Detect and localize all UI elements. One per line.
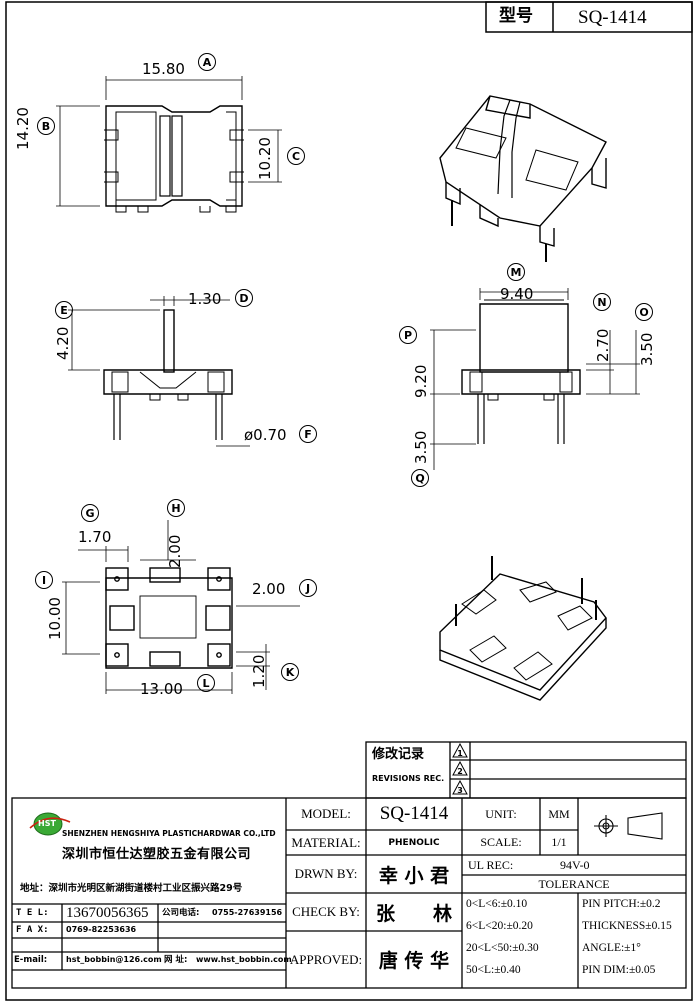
dim-a-value: 15.80 bbox=[142, 60, 185, 78]
phone-value: 0755-27639156 bbox=[212, 908, 283, 917]
tel-label: T E L: bbox=[16, 908, 49, 918]
header-model-value: SQ-1414 bbox=[578, 7, 647, 28]
top-view-dims bbox=[56, 76, 282, 207]
marker-q: Q bbox=[411, 469, 429, 487]
web-label: 网 址: bbox=[164, 955, 188, 965]
bottom-view bbox=[105, 567, 233, 669]
marker-m: M bbox=[507, 263, 525, 281]
drawn-label: DRWN BY: bbox=[294, 866, 358, 881]
ul-label: UL REC: bbox=[468, 858, 514, 872]
angle: ANGLE:±1° bbox=[582, 942, 641, 954]
dim-q-value: 3.50 bbox=[412, 430, 430, 464]
drawn-value: 幸 小 君 bbox=[378, 864, 450, 887]
approved-value: 唐 传 华 bbox=[378, 950, 450, 972]
company-name-en: SHENZHEN HENGSHIYA PLASTICHARDWAR CO.,LT… bbox=[62, 829, 276, 838]
tol-1: 0<L<6:±0.10 bbox=[466, 898, 528, 910]
marker-i: I bbox=[35, 571, 53, 589]
revision-marker-3: 3 bbox=[451, 780, 469, 797]
phone-label: 公司电话: bbox=[162, 908, 200, 918]
material-label: MATERIAL: bbox=[291, 834, 361, 850]
material-value: PHENOLIC bbox=[388, 837, 440, 848]
fax-label: F A X: bbox=[16, 925, 49, 935]
title-block-grid bbox=[11, 797, 687, 989]
bottom-isometric bbox=[439, 556, 607, 701]
dim-k-value: 1.20 bbox=[250, 654, 268, 688]
dim-p-value: 9.20 bbox=[412, 364, 430, 398]
model-value: SQ-1414 bbox=[379, 803, 449, 824]
right-side-dims bbox=[430, 288, 640, 470]
left-side-view bbox=[103, 309, 233, 440]
check-value: 张 林 bbox=[375, 902, 452, 925]
fax-value: 0769-82253636 bbox=[66, 925, 137, 934]
unit-value: MM bbox=[548, 806, 570, 821]
company-logo-text: HST bbox=[38, 819, 56, 828]
company-name-cn: 深圳市恒仕达塑胶五金有限公司 bbox=[62, 847, 252, 862]
marker-p: P bbox=[399, 326, 417, 344]
dim-c-value: 10.20 bbox=[256, 137, 274, 180]
pin-pitch: PIN PITCH:±0.2 bbox=[582, 898, 661, 910]
scale-value: 1/1 bbox=[551, 835, 567, 849]
dim-d-value: 1.30 bbox=[188, 290, 222, 308]
dim-i-value: 10.00 bbox=[46, 597, 64, 640]
company-address: 地址：深圳市光明区新湖街道楼村工业区振兴路29号 bbox=[20, 883, 243, 894]
dim-g-value: 1.70 bbox=[78, 528, 112, 546]
dim-f-value: ø0.70 bbox=[244, 426, 287, 444]
marker-l: L bbox=[197, 674, 215, 692]
dim-j-value: 2.00 bbox=[252, 580, 286, 598]
model-label: MODEL: bbox=[301, 806, 351, 821]
email-value: hst_bobbin@126.com bbox=[66, 955, 162, 964]
ul-value: 94V-0 bbox=[560, 858, 590, 872]
marker-d: D bbox=[235, 289, 253, 307]
check-label: CHECK BY: bbox=[292, 904, 360, 919]
pin-dim: PIN DIM:±0.05 bbox=[582, 964, 656, 976]
revision-marker-2: 2 bbox=[451, 761, 469, 778]
marker-g: G bbox=[81, 504, 99, 522]
tel-value: 13670056365 bbox=[66, 905, 149, 921]
approved-label: APPROVED: bbox=[289, 951, 363, 967]
sheet-border bbox=[5, 1, 693, 1001]
right-side-view bbox=[461, 299, 581, 444]
tol-3: 20<L<50:±0.30 bbox=[466, 942, 539, 954]
marker-e: E bbox=[55, 301, 73, 319]
revisions-title-en: REVISIONS REC. bbox=[372, 774, 445, 783]
email-label: E-mail: bbox=[14, 955, 48, 965]
marker-a: A bbox=[198, 53, 216, 71]
marker-f: F bbox=[299, 425, 317, 443]
dim-b-value: 14.20 bbox=[14, 107, 32, 150]
company-logo bbox=[29, 812, 71, 836]
dim-n-value: 2.70 bbox=[594, 328, 612, 362]
marker-c: C bbox=[287, 147, 305, 165]
projection-symbol bbox=[594, 812, 663, 840]
revisions-title-cn: 修改记录 bbox=[372, 747, 425, 762]
dim-e-value: 4.20 bbox=[54, 326, 72, 360]
dim-l-value: 13.00 bbox=[140, 680, 183, 698]
top-view bbox=[104, 105, 244, 213]
left-side-dims bbox=[68, 296, 250, 447]
marker-n: N bbox=[593, 293, 611, 311]
marker-j: J bbox=[299, 579, 317, 597]
header-model-label: 型号 bbox=[499, 6, 533, 26]
dim-m-value: 9.40 bbox=[500, 285, 534, 303]
tol-2: 6<L<20:±0.20 bbox=[466, 920, 533, 932]
tolerance-label: TOLERANCE bbox=[538, 876, 610, 891]
marker-h: H bbox=[167, 499, 185, 517]
thickness: THICKNESS±0.15 bbox=[582, 920, 672, 932]
tol-4: 50<L:±0.40 bbox=[466, 964, 521, 976]
scale-label: SCALE: bbox=[480, 835, 522, 849]
unit-label: UNIT: bbox=[485, 806, 517, 821]
marker-o: O bbox=[635, 303, 653, 321]
revision-marker-1: 1 bbox=[451, 743, 469, 760]
top-isometric bbox=[439, 95, 607, 262]
header-model-box bbox=[485, 1, 693, 33]
dim-h-value: 2.00 bbox=[166, 534, 184, 568]
marker-b: B bbox=[37, 117, 55, 135]
dim-o-value: 3.50 bbox=[638, 332, 656, 366]
web-value: www.hst_bobbin.com bbox=[196, 955, 292, 964]
marker-k: K bbox=[281, 663, 299, 681]
